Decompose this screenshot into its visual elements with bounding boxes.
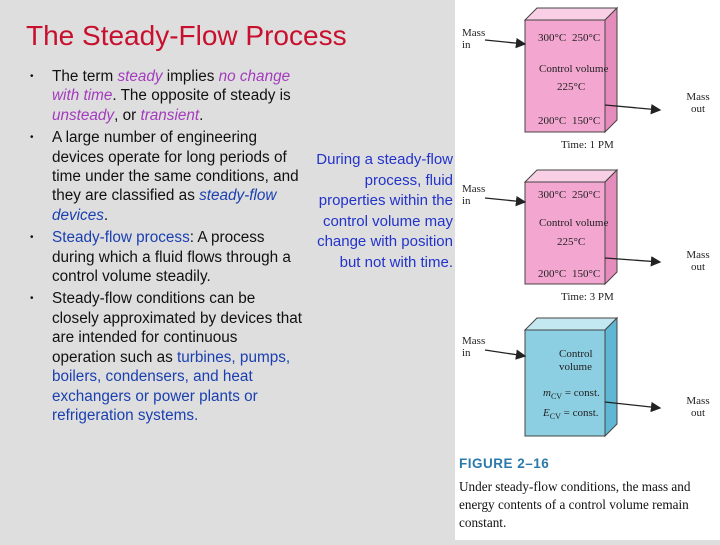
temp-label: 200°C [538,115,566,127]
figure-title: FIGURE 2–16 [459,456,550,471]
bullet-dot-icon: • [30,293,34,305]
equation-rest: = const. [561,407,599,419]
figure-caption: Under steady-flow conditions, the mass a… [459,479,691,530]
text-segment: . The opposite of steady is [112,87,291,105]
text-segment: Steady-flow process [52,229,190,247]
text-segment: . [103,206,109,224]
equation-rest: = const. [562,387,600,399]
bullet-item: • Steady-flow process: A process during w… [30,228,302,286]
bullet-item: • Steady-flow conditions can be closely a… [30,289,302,425]
bullet-dot-icon: • [30,132,34,144]
text-segment: : A process during which a fluid flows t… [52,229,291,286]
text-segment: no change with time [52,68,291,105]
text-segment: , or [114,106,141,124]
temp-label: 300°C [538,32,566,44]
text-segment: steady [117,68,163,85]
text-segment: A large number of engineering devices op… [52,129,299,205]
energy-equation: ECV = const. [542,407,599,421]
bullet-item: • The term steady implies no change with … [30,67,302,125]
bullet-dot-icon: • [30,232,34,244]
control-volume-label: volume [559,361,592,373]
equation-var: E [542,407,550,419]
text-segment: turbines, pumps, boilers, condensers, an… [52,348,291,424]
text-segment: Steady-flow conditions can be closely ap… [52,290,302,366]
temp-label: 225°C [557,81,585,93]
text-segment: . [199,106,204,124]
temp-label: 150°C [572,268,600,280]
equation-sub: CV [551,392,562,401]
equation-var: m [543,387,551,399]
temp-label: 250°C [572,189,600,201]
bullet-list: • The term steady implies no change with … [30,67,302,428]
time-label: Time: 1 PM [561,139,614,151]
temp-label: 225°C [557,236,585,248]
temp-label: 250°C [572,32,600,44]
temp-label: 150°C [572,115,600,127]
equation-sub: CV [550,412,561,421]
text-segment: steady-flow devices [52,187,277,224]
text-segment: implies [162,68,219,85]
bullet-dot-icon: • [30,71,34,82]
control-volume-label: Control volume [539,63,608,75]
control-volume-label: Control [559,348,593,360]
slide-title: The Steady-Flow Process [26,20,347,51]
text-segment: The term [52,68,118,85]
control-volume-label: Control volume [539,217,608,229]
bullet-text: A large number of engineering devices op… [52,129,299,224]
side-note: During a steady-flow process, fluid prop… [316,151,453,271]
mass-equation: mCV = const. [543,387,600,401]
bullet-text: Steady-flow process: A process during wh… [52,229,291,285]
temp-label: 300°C [538,189,566,201]
text-segment: unsteady [52,106,115,124]
temp-label: 200°C [538,268,566,280]
bullet-item: • A large number of engineering devices o… [30,128,302,225]
time-label: Time: 3 PM [561,291,614,303]
bullet-text: Steady-flow conditions can be closely ap… [52,290,302,423]
bullet-text: The term steady implies no change with t… [52,68,291,124]
text-segment: transient [140,106,200,124]
